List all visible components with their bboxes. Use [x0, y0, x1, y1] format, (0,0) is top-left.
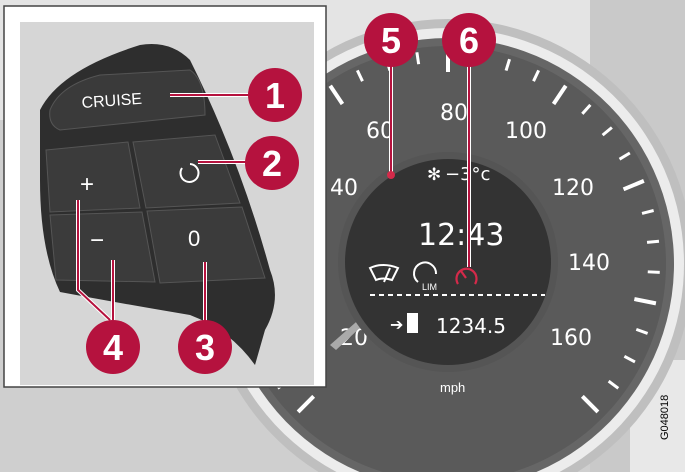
resume-arrow-icon — [179, 163, 200, 183]
callout-6: 6 — [442, 13, 496, 67]
callout-6-number: 6 — [459, 20, 479, 61]
callout-lines — [77, 94, 255, 325]
clock: 12:43 — [418, 218, 504, 253]
callout-1: 1 — [248, 68, 302, 122]
cruise-button-label: CRUISE — [81, 91, 142, 112]
speed-tick — [328, 84, 345, 106]
minus-label: − — [90, 227, 104, 254]
speed-tick — [415, 52, 421, 65]
snowflake-icon: ✻ — [427, 165, 441, 184]
resume-button[interactable] — [132, 134, 241, 209]
speed-unit: mph — [440, 380, 465, 395]
speed-tick — [580, 394, 600, 414]
speed-tick — [647, 270, 660, 274]
speed-tick — [356, 69, 364, 82]
speed-tick — [504, 58, 511, 72]
speed-tick — [622, 179, 645, 192]
callout-5-number: 5 — [381, 20, 401, 61]
speed-tick — [607, 379, 620, 390]
speed-tick — [646, 239, 660, 244]
callout-4: 4 — [86, 320, 140, 374]
callout-1-number: 1 — [265, 75, 285, 116]
driver-display: ✻ −3°c 12:43 LIM ➔ 1234.5 — [338, 152, 558, 372]
speed-label-140: 140 — [568, 251, 610, 276]
speed-tick — [633, 297, 657, 306]
speed-label-160: 160 — [550, 326, 592, 351]
speed-tick — [641, 209, 655, 215]
speed-label-100: 100 — [505, 119, 547, 144]
cancel-zero-button[interactable] — [146, 206, 266, 284]
speed-tick — [601, 126, 613, 137]
wiper-washer-icon — [368, 264, 400, 283]
arrow-icon: ➔ — [390, 317, 403, 334]
speed-tick — [635, 327, 649, 335]
cruise-button[interactable] — [49, 69, 206, 131]
speed-tick — [581, 103, 592, 115]
callout-3-number: 3 — [195, 327, 215, 368]
callout-2-number: 2 — [262, 143, 282, 184]
speed-label-120: 120 — [552, 176, 594, 201]
figure-id: G048018 — [659, 395, 671, 440]
callout-5: 5 — [364, 13, 418, 67]
speed-limiter-icon: LIM — [413, 261, 437, 292]
speed-tick — [296, 394, 316, 414]
lim-label: LIM — [422, 282, 437, 292]
cruise-control-icon — [455, 267, 478, 285]
speed-label-80: 80 — [440, 101, 468, 126]
steering-wheel-controls-inset: CRUISE + − 0 1 2 3 4 — [3, 5, 327, 388]
callout-5-target-dot — [387, 171, 395, 179]
speed-tick — [623, 354, 636, 364]
zero-label: 0 — [188, 226, 200, 251]
callout-2: 2 — [245, 136, 299, 190]
speed-tick — [532, 69, 540, 82]
speed-label-40: 40 — [330, 176, 358, 201]
fuel-pump-icon — [407, 313, 418, 333]
callout-4-number: 4 — [103, 327, 123, 368]
speed-tick — [618, 151, 631, 161]
speed-tick — [551, 84, 568, 106]
plus-button[interactable] — [45, 141, 141, 213]
fuel-range: 1234.5 — [436, 314, 506, 338]
callout-3: 3 — [178, 320, 232, 374]
plus-label: + — [80, 171, 94, 198]
